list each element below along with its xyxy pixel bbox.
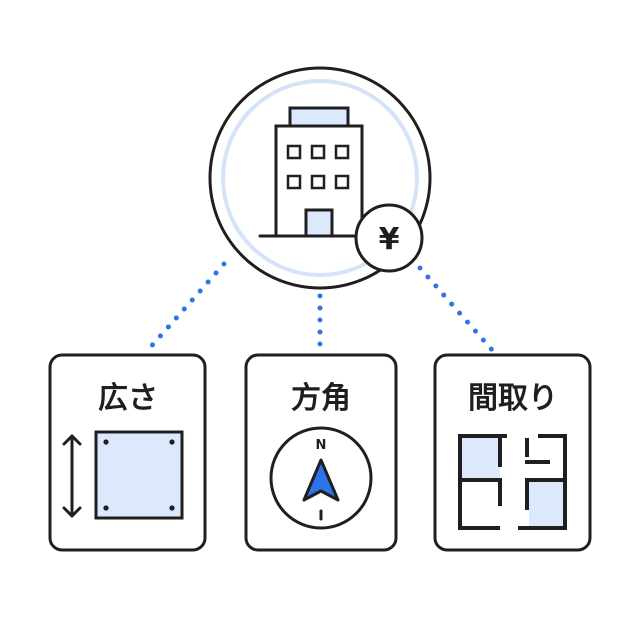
- card-orientation: 方角 N: [244, 353, 398, 552]
- connectors: [145, 261, 495, 355]
- building-halo: [221, 79, 419, 277]
- connector-right: [417, 265, 495, 353]
- card-floor-plan-title: 間取り: [468, 381, 558, 416]
- floor-plan-icon: [458, 434, 567, 530]
- building-node: ¥: [208, 66, 432, 290]
- building-icon: [258, 106, 384, 238]
- dimension-arrow-icon: [62, 434, 82, 518]
- compass-north-label: N: [316, 438, 327, 453]
- compass-needle: [302, 458, 340, 502]
- floor-area-icon: [94, 430, 184, 520]
- yen-badge: ¥: [354, 203, 424, 273]
- card-size: 広さ: [48, 353, 207, 552]
- yen-symbol: ¥: [379, 222, 400, 257]
- card-floor-plan: 間取り: [433, 353, 592, 552]
- yen-badge-circle: [354, 203, 424, 273]
- compass-icon: N: [269, 426, 373, 530]
- card-orientation-title: 方角: [291, 381, 351, 416]
- card-size-title: 広さ: [98, 381, 158, 416]
- connector-left: [145, 261, 227, 353]
